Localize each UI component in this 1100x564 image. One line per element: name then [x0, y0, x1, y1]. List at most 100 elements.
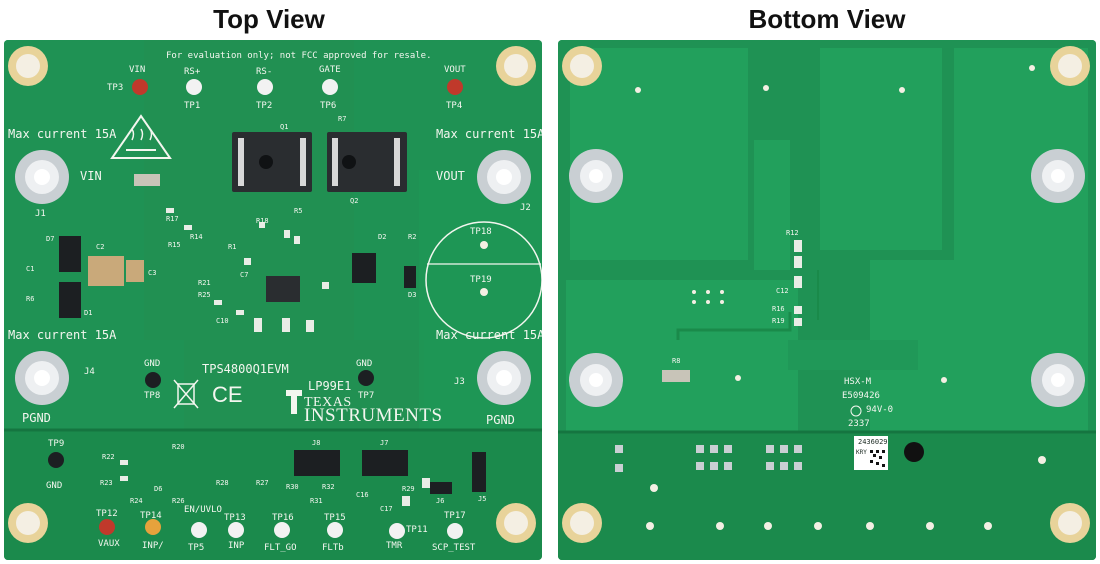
r20-label: R20	[172, 443, 185, 451]
tp8-gnd-label: GND	[144, 359, 161, 369]
jumper-header-icon	[294, 450, 486, 494]
r5-label: R5	[294, 207, 303, 215]
ti-brand-line1: TEXAS	[304, 395, 352, 410]
bottom-view-board: R12 C12 R16 R19 R8 HSX-M E509426 94V-0 2…	[558, 40, 1096, 560]
max-current-label-vin: Max current 15A	[8, 127, 117, 141]
label-id-text: 2436029	[858, 438, 888, 446]
shunt-resistor-icon	[134, 174, 160, 186]
en-uvlo-label: EN/UVLO	[184, 505, 222, 515]
revision-label: LP99E1	[308, 379, 352, 393]
max-current-label-vout: Max current 15A	[436, 127, 542, 141]
r25-label: R25	[198, 291, 211, 299]
rs-plus-label: RS+	[184, 67, 201, 77]
j7-label: J7	[380, 439, 389, 447]
terminal-nut-icon	[569, 149, 1085, 407]
ul-logo-icon	[850, 405, 862, 417]
tp7-gnd-label: GND	[356, 359, 373, 369]
diode-d3-icon	[404, 266, 416, 288]
label-code-text: KRY	[856, 449, 867, 456]
q2-label: Q2	[350, 197, 359, 205]
tp16-label: TP16	[272, 513, 294, 523]
tp7-label: TP7	[358, 391, 375, 401]
top-board-artwork	[4, 40, 542, 560]
hot-surface-warning-icon	[110, 114, 172, 159]
r8-label: R8	[672, 357, 681, 365]
r7-label: R7	[338, 115, 347, 123]
diode-d7-icon	[59, 236, 81, 272]
max-current-label-pgnd-left: Max current 15A	[8, 328, 117, 342]
d7-label: D7	[46, 235, 55, 243]
j8-label: J8	[312, 439, 321, 447]
tp3-label: TP3	[107, 83, 124, 93]
vaux-label: VAUX	[98, 539, 120, 549]
mosfet-q1-icon	[232, 132, 312, 192]
tp9-gnd-label: GND	[46, 481, 63, 491]
c12-label: C12	[776, 287, 789, 295]
r22-label: R22	[102, 453, 115, 461]
j1-label: J1	[35, 209, 46, 219]
pgnd-left-label: PGND	[22, 411, 51, 425]
d3-label: D3	[408, 291, 417, 299]
r1-label: R1	[228, 243, 237, 251]
r23-label: R23	[100, 479, 113, 487]
j6-label: J6	[436, 497, 445, 505]
component-pad-icon	[904, 442, 924, 462]
ti-logo-icon	[286, 390, 302, 414]
datamatrix-code-icon	[870, 450, 885, 467]
diode-d2-icon	[352, 253, 376, 283]
tp19-label: TP19	[470, 275, 492, 285]
terminal-post-icon	[15, 150, 531, 405]
tp3-vin-label: VIN	[129, 65, 146, 75]
r32-label: R32	[322, 483, 335, 491]
controller-ic-u1-icon	[266, 276, 300, 302]
r2-label: R2	[408, 233, 417, 241]
tp4-label: TP4	[446, 101, 463, 111]
j5-label: J5	[478, 495, 487, 503]
c3-label: C3	[148, 269, 157, 277]
tp17-label: TP17	[444, 511, 466, 521]
tp5-label: TP5	[188, 543, 205, 553]
d1-label: D1	[84, 309, 93, 317]
r17-label: R17	[166, 215, 179, 223]
test-point-icon	[48, 79, 463, 539]
tp2-label: TP2	[256, 101, 273, 111]
c17-label: C17	[380, 505, 393, 513]
via-pad-icon	[615, 445, 802, 472]
r31-label: R31	[310, 497, 323, 505]
rs-minus-label: RS-	[256, 67, 273, 77]
tp14-label: TP14	[140, 511, 162, 521]
gate-label: GATE	[319, 65, 341, 75]
diode-d1-icon	[59, 282, 81, 318]
r16-label: R16	[772, 305, 785, 313]
c2-label: C2	[96, 243, 105, 251]
max-current-label-pgnd-right: Max current 15A	[436, 328, 542, 342]
r18-label: R18	[256, 217, 269, 225]
tp11-label: TP11	[406, 525, 428, 535]
r19-label: R19	[772, 317, 785, 325]
r29-label: R29	[402, 485, 415, 493]
pgnd-right-label: PGND	[486, 413, 515, 427]
tp9-label: TP9	[48, 439, 65, 449]
inp-label: INP	[228, 541, 245, 551]
capacitor-c2-icon	[88, 256, 124, 286]
vin-connector-label: VIN	[80, 169, 102, 183]
r28-label: R28	[216, 479, 229, 487]
r24-label: R24	[130, 497, 143, 505]
c7-label: C7	[240, 271, 249, 279]
r26-label: R26	[172, 497, 185, 505]
r6-label: R6	[26, 295, 35, 303]
ti-brand: TEXAS INSTRUMENTS	[304, 395, 443, 426]
scp-test-label: SCP_TEST	[432, 543, 476, 553]
tp15-label: TP15	[324, 513, 346, 523]
j4-label: J4	[84, 367, 95, 377]
mounting-hole-icon	[562, 46, 1090, 543]
probe-outline-icon	[425, 221, 542, 339]
tp12-label: TP12	[96, 509, 118, 519]
date-code-label: 2337	[848, 419, 870, 429]
r27-label: R27	[256, 479, 269, 487]
part-number-label: TPS4800Q1EVM	[202, 362, 289, 376]
q1-label: Q1	[280, 123, 289, 131]
bottom-view-title: Bottom View	[748, 4, 906, 34]
mosfet-q2-icon	[327, 132, 407, 192]
weee-bin-icon	[173, 379, 199, 409]
